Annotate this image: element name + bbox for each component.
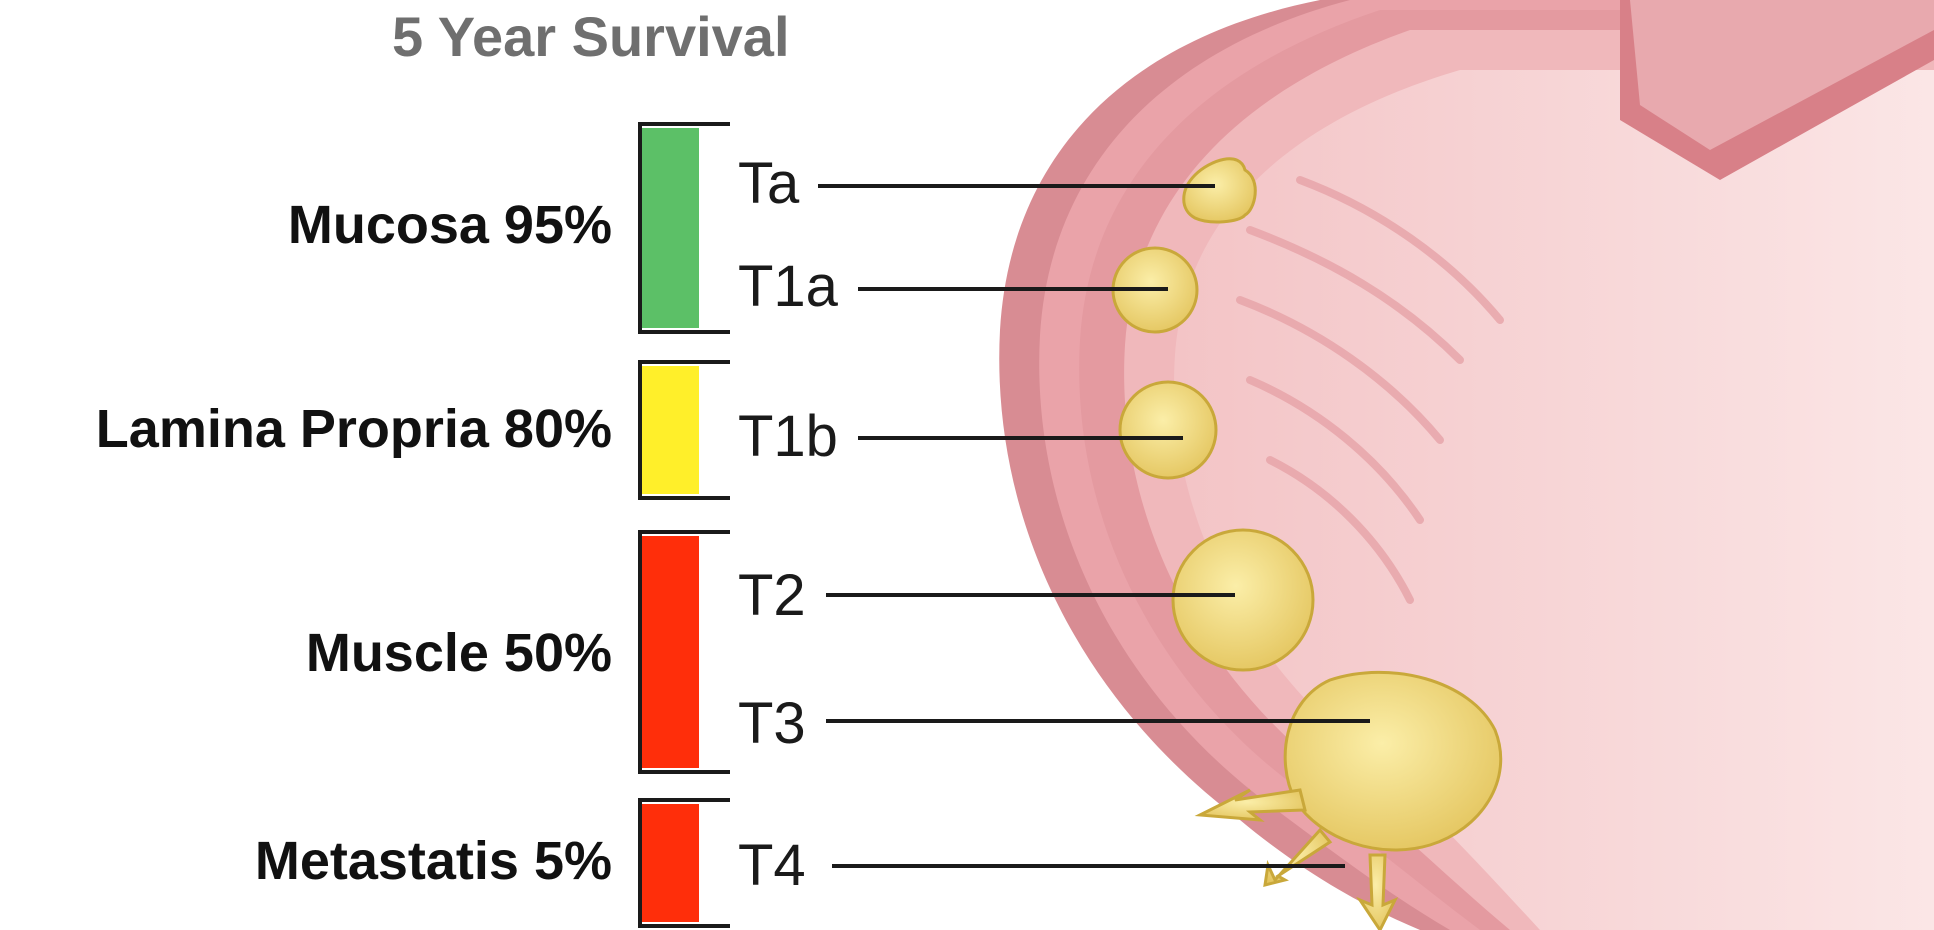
leader-lines: [0, 0, 1934, 930]
diagram: 5 Year Survival Mucosa 95% Lamina Propri…: [0, 0, 1934, 930]
